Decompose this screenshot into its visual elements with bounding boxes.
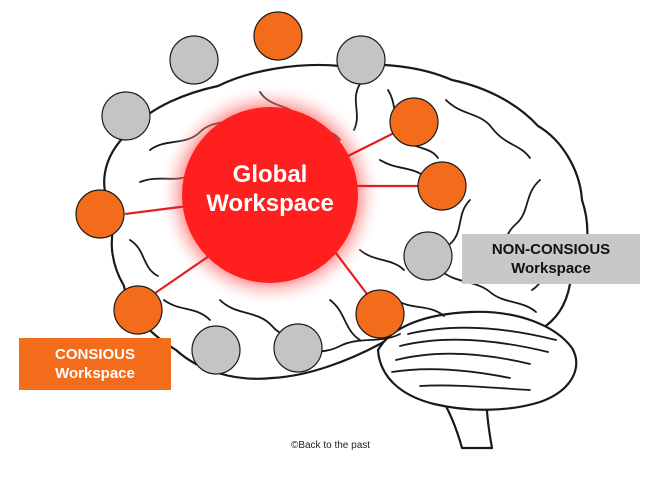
nonconscious-node — [336, 35, 386, 85]
global-workspace-core — [182, 107, 358, 283]
global-workspace-line2: Workspace — [206, 190, 334, 217]
credit-text: ©Back to the past — [290, 440, 371, 451]
nonconscious-label-line1: NON-CONSIOUS — [491, 241, 611, 258]
conscious-node — [389, 97, 439, 147]
nonconscious-label-line2: Workspace — [511, 260, 591, 277]
conscious-label-line1: CONSIOUS — [54, 346, 135, 363]
brain-folds — [129, 83, 561, 391]
conscious-node — [75, 189, 125, 239]
conscious-node — [417, 161, 467, 211]
nonconscious-node — [403, 231, 453, 281]
global-workspace-label: Global Workspace — [192, 160, 348, 218]
nonconscious-node — [169, 35, 219, 85]
conscious-node — [355, 289, 405, 339]
conscious-node — [113, 285, 163, 335]
conscious-workspace-label: CONSIOUS Workspace — [19, 338, 171, 390]
conscious-nodes — [75, 11, 467, 339]
nonconscious-workspace-label: NON-CONSIOUS Workspace — [462, 234, 640, 284]
conscious-label-line2: Workspace — [55, 365, 135, 382]
nonconscious-node — [273, 323, 323, 373]
nonconscious-node — [191, 325, 241, 375]
nonconscious-node — [101, 91, 151, 141]
global-workspace-line1: Global — [232, 161, 308, 188]
nonconscious-nodes — [101, 35, 453, 375]
conscious-node — [253, 11, 303, 61]
